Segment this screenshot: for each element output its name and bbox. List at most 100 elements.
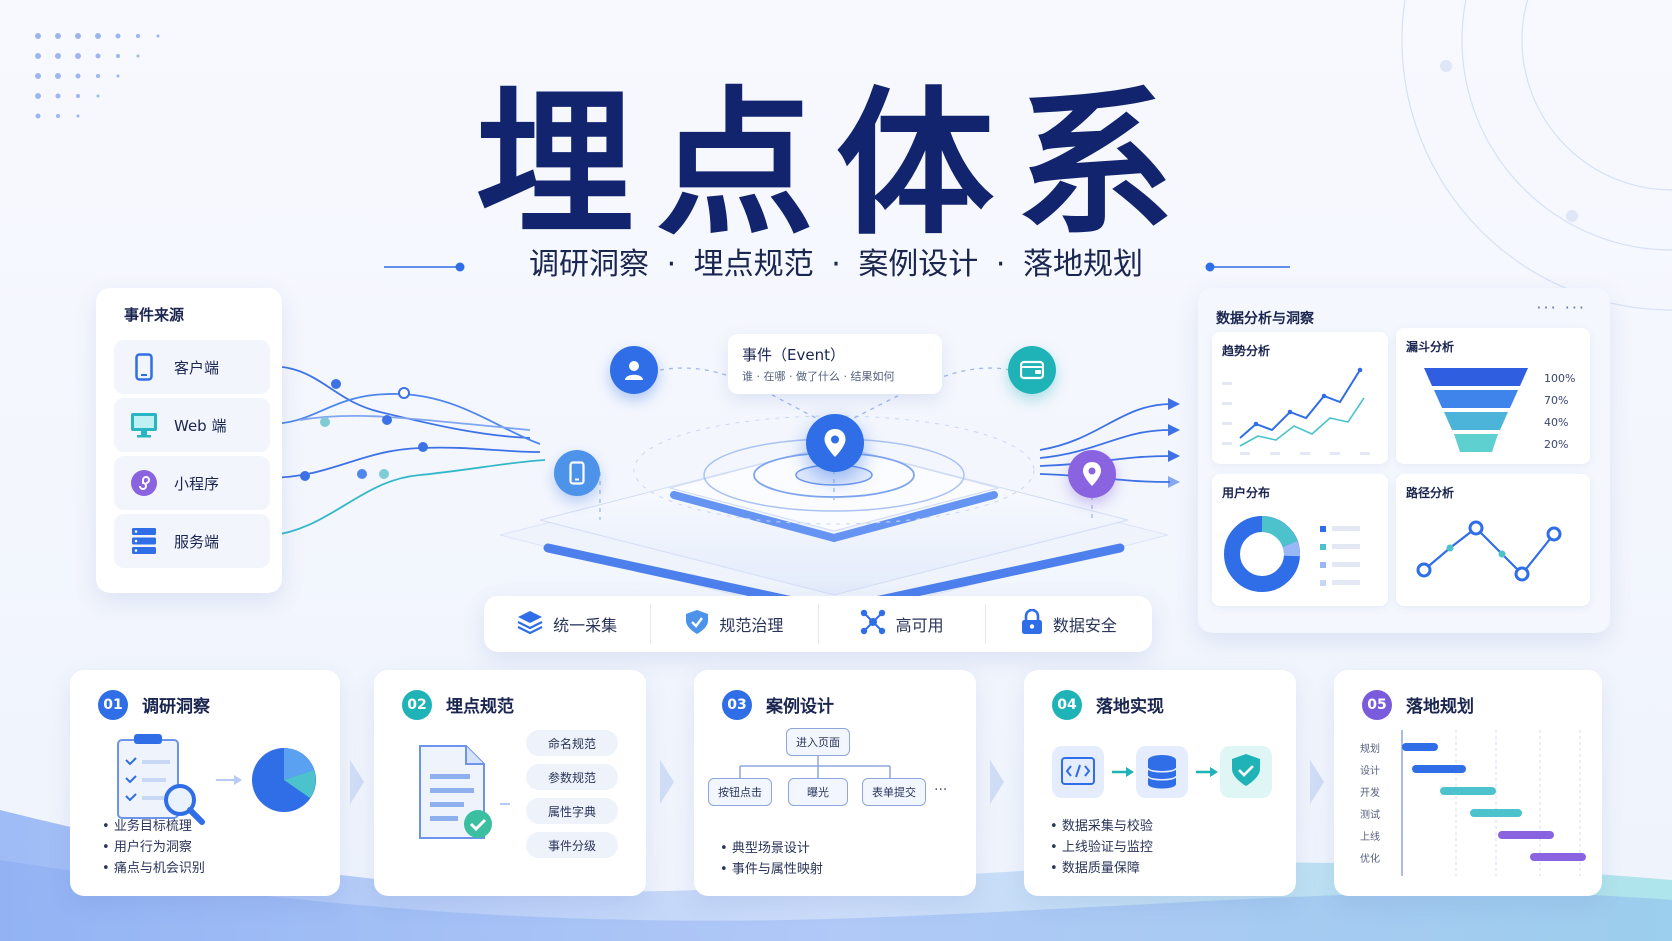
step-number: 05 xyxy=(1362,690,1392,720)
step-bullet: • 典型场景设计 xyxy=(720,841,810,856)
step-spec[interactable]: 02 埋点规范 命名规范 参数规范 属性字典 事件分级 xyxy=(374,670,646,896)
analysis-heading: 数据分析与洞察 xyxy=(1216,311,1314,327)
feature-label: 规范治理 xyxy=(719,616,784,635)
funnel-panel[interactable]: 漏斗分析 100% 70% 40% 20% xyxy=(1396,328,1590,464)
gantt-bar xyxy=(1412,765,1466,773)
feature-governance[interactable]: 规范治理 xyxy=(651,604,819,644)
chevron-right-icon xyxy=(350,760,364,804)
chevron-right-icon xyxy=(990,760,1004,804)
feature-data-security[interactable]: 数据安全 xyxy=(986,604,1152,644)
path-chart xyxy=(1416,520,1562,582)
case-child[interactable]: 曝光 xyxy=(788,778,848,806)
source-item-client[interactable]: 客户端 xyxy=(114,340,270,394)
layers-icon xyxy=(517,610,543,638)
case-root[interactable]: 进入页面 xyxy=(786,728,850,756)
trend-title: 趋势分析 xyxy=(1222,344,1271,358)
step-number: 04 xyxy=(1052,690,1082,720)
subtitle-separator: · xyxy=(666,247,677,282)
case-child[interactable]: 按钮点击 xyxy=(708,778,772,806)
more-dots: ··· xyxy=(934,782,948,798)
gantt-bar xyxy=(1440,787,1496,795)
spec-pill[interactable]: 事件分级 xyxy=(526,832,618,858)
wallet-icon[interactable] xyxy=(1008,346,1056,394)
event-sources-card: 事件来源 客户端 Web 端 小程序 服务端 xyxy=(96,288,282,593)
subtitle-separator: · xyxy=(995,247,1006,282)
source-label: Web 端 xyxy=(174,416,227,435)
user-distribution-panel[interactable]: 用户分布 xyxy=(1212,474,1388,606)
step-bullet: • 事件与属性映射 xyxy=(720,862,823,877)
tree-connectors xyxy=(739,756,891,778)
miniprogram-icon xyxy=(128,467,160,499)
step-bullet: • 数据质量保障 xyxy=(1050,861,1140,876)
step-title: 落地规划 xyxy=(1406,697,1474,717)
event-title: 事件（Event） xyxy=(742,346,845,364)
subtitle-item: 调研洞察 xyxy=(529,247,650,282)
step-number: 03 xyxy=(722,690,752,720)
shield-check-icon xyxy=(685,609,709,639)
feature-bar: 统一采集 规范治理 高可用 数据安全 xyxy=(484,596,1152,652)
trend-panel[interactable]: 趋势分析 xyxy=(1212,332,1388,464)
step-implementation[interactable]: 04 落地实现 • 数据采集与校验 • 上线验证与监控 • 数据质量保障 xyxy=(1024,670,1296,896)
feature-label: 高可用 xyxy=(895,616,944,635)
gantt-label: 设计 xyxy=(1360,766,1380,777)
more-icon[interactable]: ··· ··· xyxy=(1536,298,1586,317)
step-number: 02 xyxy=(402,690,432,720)
server-icon xyxy=(128,525,160,557)
gantt-grid xyxy=(1401,730,1581,876)
lock-icon xyxy=(1021,608,1043,639)
step-title: 调研洞察 xyxy=(142,697,210,717)
step-research[interactable]: 01 调研洞察 • 业务目标梳理 • 用户行为洞察 • 痛点与机会识别 xyxy=(70,670,340,896)
step-bullet: • 业务目标梳理 xyxy=(102,819,192,834)
gantt-label: 优化 xyxy=(1360,854,1380,865)
subtitle-item: 落地规划 xyxy=(1022,247,1143,282)
gantt-bar xyxy=(1402,743,1438,751)
funnel-level: 70% xyxy=(1544,394,1569,407)
cluster-icon xyxy=(860,609,886,639)
location-pin-icon[interactable] xyxy=(806,414,864,472)
source-item-web[interactable]: Web 端 xyxy=(114,398,270,452)
monitor-icon xyxy=(128,409,160,441)
spec-pill[interactable]: 参数规范 xyxy=(526,764,618,790)
document-check-icon xyxy=(419,745,510,839)
step-case-design[interactable]: 03 案例设计 进入页面 按钮点击 曝光 表单提交 ··· • 典型场景设计 •… xyxy=(694,670,976,896)
event-bubble: 事件（Event） 谁 · 在哪 · 做了什么 · 结果如何 xyxy=(728,334,942,394)
feature-high-availability[interactable]: 高可用 xyxy=(819,604,986,644)
path-title: 路径分析 xyxy=(1406,486,1455,500)
source-item-miniprogram[interactable]: 小程序 xyxy=(114,456,270,510)
step-rollout-plan[interactable]: 05 落地规划 规划 设计 开发 测试 上线 优化 xyxy=(1334,670,1602,896)
chevron-right-icon xyxy=(660,760,674,804)
gantt-label: 上线 xyxy=(1360,832,1380,843)
phone-icon xyxy=(128,351,160,383)
subtitle-item: 埋点规范 xyxy=(693,247,814,282)
donut-chart xyxy=(1224,516,1360,592)
path-panel[interactable]: 路径分析 xyxy=(1396,474,1590,606)
source-label: 小程序 xyxy=(174,474,220,493)
spec-pill[interactable]: 命名规范 xyxy=(526,730,618,756)
funnel-title: 漏斗分析 xyxy=(1406,340,1455,354)
source-item-server[interactable]: 服务端 xyxy=(114,514,270,568)
user-icon[interactable] xyxy=(610,346,658,394)
step-bullet: • 用户行为洞察 xyxy=(102,840,192,855)
subtitle: 调研洞察 · 埋点规范 · 案例设计 · 落地规划 xyxy=(0,245,1672,285)
event-description: 谁 · 在哪 · 做了什么 · 结果如何 xyxy=(742,370,895,383)
spec-pill[interactable]: 属性字典 xyxy=(526,798,618,824)
step-bullet: • 数据采集与校验 xyxy=(1050,819,1153,834)
trend-chart xyxy=(1222,367,1370,455)
feature-label: 统一采集 xyxy=(553,616,618,635)
step-title: 落地实现 xyxy=(1096,697,1164,717)
location-icon[interactable] xyxy=(1068,450,1116,498)
mobile-icon[interactable] xyxy=(554,450,600,496)
funnel-level: 100% xyxy=(1544,372,1576,385)
page-title: 埋点体系 xyxy=(476,73,1196,257)
feature-label: 数据安全 xyxy=(1052,616,1117,635)
feature-unified-collection[interactable]: 统一采集 xyxy=(484,604,652,644)
chevron-right-icon xyxy=(1310,760,1324,804)
source-label: 服务端 xyxy=(174,532,220,551)
funnel-chart xyxy=(1424,368,1528,452)
analysis-card: 数据分析与洞察 ··· ··· 趋势分析 漏斗分析 100% 70% 40% 2… xyxy=(1198,288,1610,633)
gantt-bar xyxy=(1470,809,1522,817)
funnel-level: 40% xyxy=(1544,416,1569,429)
funnel-level: 20% xyxy=(1544,438,1569,451)
case-child[interactable]: 表单提交 xyxy=(862,778,926,806)
